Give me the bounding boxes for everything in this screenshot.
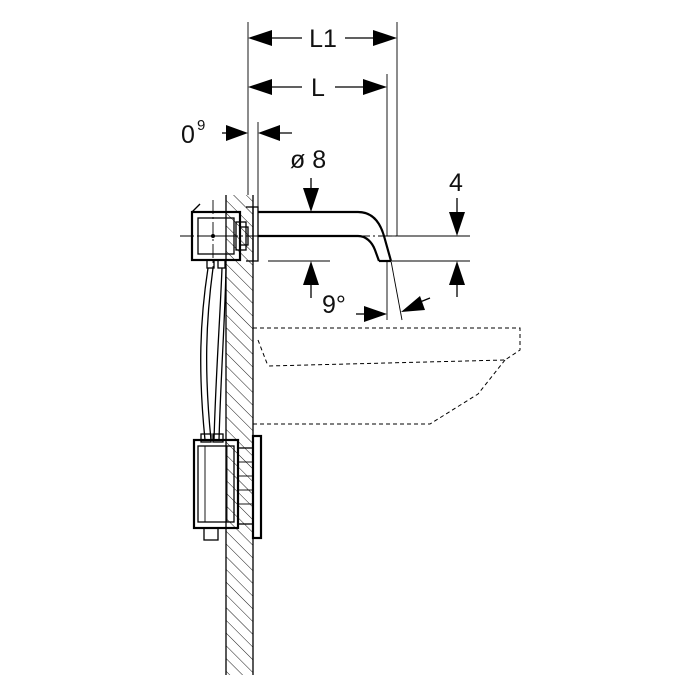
dimension-label-l1: L1 (309, 25, 337, 53)
extension-lines (247, 22, 470, 321)
dimension-angle: 9° (322, 291, 431, 322)
dimension-l: L (248, 74, 387, 102)
dimension-label-diameter: ø 8 (290, 146, 326, 174)
dimension-wall-offset: 0 9 (181, 117, 292, 149)
dimension-l1: L1 (248, 25, 397, 53)
spout (258, 210, 398, 263)
wall-flange (246, 206, 259, 262)
dimension-label-wall-offset-superscript: 9 (197, 117, 205, 134)
connection-hoses (200, 267, 227, 441)
wall-section (225, 195, 254, 675)
dimension-label-outlet-height: 4 (449, 169, 463, 197)
dimension-outlet-height: 4 (449, 169, 465, 297)
control-unit (192, 433, 263, 541)
dimension-label-wall-offset: 0 (181, 121, 195, 149)
dimension-label-l: L (311, 74, 325, 102)
dimension-diameter: ø 8 (290, 146, 326, 298)
dimension-label-angle: 9° (322, 291, 346, 319)
center-lines (180, 200, 470, 270)
washbasin-outline (253, 327, 521, 425)
